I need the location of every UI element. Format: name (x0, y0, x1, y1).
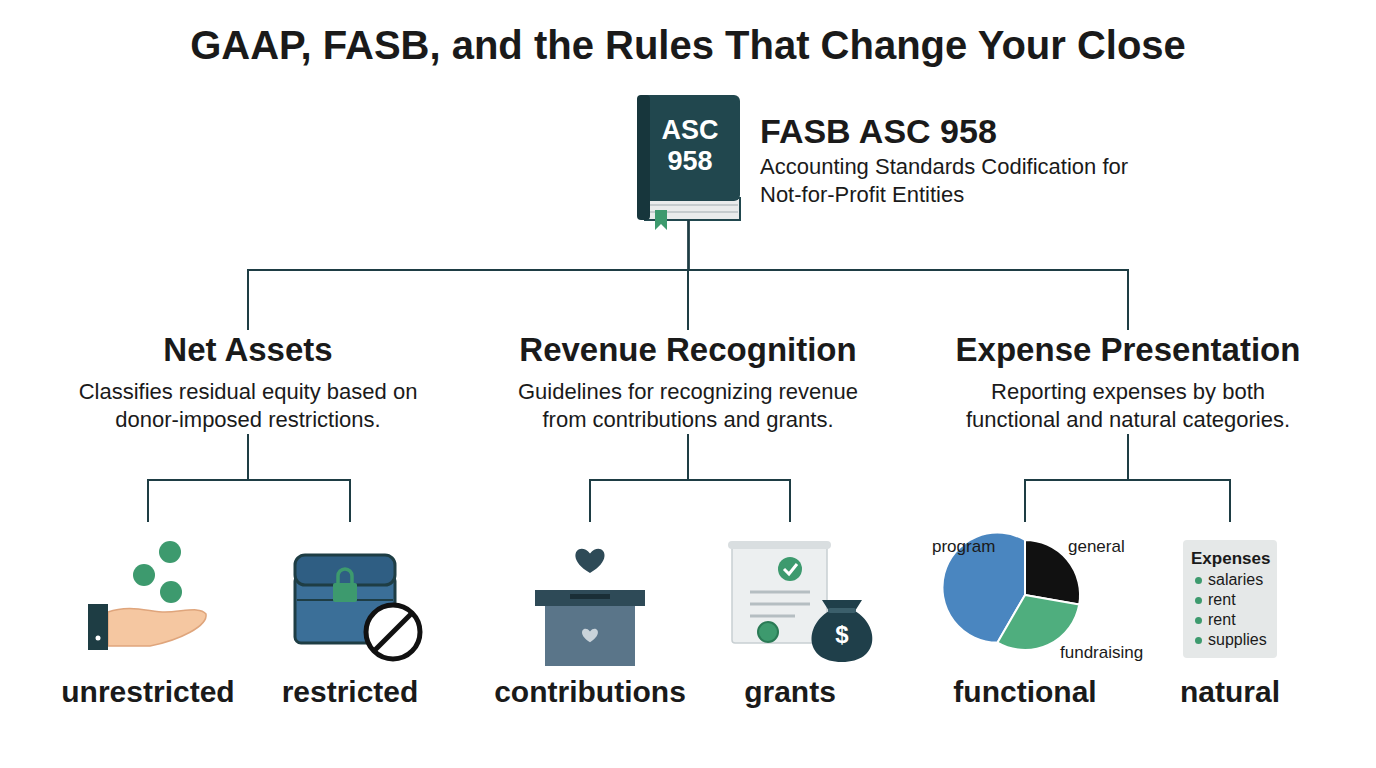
cat-body: Reporting expenses by both functional an… (943, 378, 1313, 434)
tree-connector (148, 434, 248, 522)
document-curl (728, 541, 831, 549)
leaf-label: restricted (282, 674, 419, 710)
chest-lid (295, 555, 395, 585)
hand-cuff (88, 604, 108, 650)
book-icon (637, 95, 740, 230)
box-heart (582, 629, 598, 642)
standard-book: ASC 958FASB ASC 958Accounting Standards … (637, 95, 740, 220)
hand-coins-icon (88, 541, 206, 650)
money-bag-tie (828, 608, 856, 613)
card-item: rent (1191, 590, 1269, 610)
tree-connector (248, 434, 350, 522)
card-item: supplies (1191, 630, 1269, 650)
seal (758, 622, 778, 642)
lock-shackle (338, 569, 352, 584)
chart-label: fundraising (1060, 643, 1143, 663)
check-badge (778, 557, 802, 581)
cat-body: Classifies residual equity based on dono… (63, 378, 433, 434)
leaf-item: grants (690, 522, 890, 710)
document (732, 545, 827, 643)
coin (160, 581, 182, 603)
prohibition-circle (366, 605, 420, 659)
leaf-item: naturalExpensessalariesrentrentsupplies (1160, 522, 1300, 710)
category-block: Revenue RecognitionGuidelines for recogn… (498, 330, 878, 434)
coin (159, 541, 181, 563)
locked-chest-icon (295, 555, 420, 659)
category-block: Net AssetsClassifies residual equity bas… (58, 330, 438, 434)
box-body (545, 604, 635, 666)
box-slot (570, 594, 610, 599)
leaf-label: grants (744, 674, 836, 710)
chart-label: program (932, 537, 995, 557)
hand-palm (108, 608, 206, 646)
tree-connector (687, 220, 690, 330)
pie-slice (998, 595, 1080, 650)
book-cover (637, 95, 740, 201)
donation-box-icon (535, 549, 645, 666)
leaf-item: unrestricted (53, 522, 243, 710)
cat-head: Net Assets (58, 330, 438, 370)
expense-card: Expensessalariesrentrentsupplies (1183, 540, 1277, 658)
page-line (648, 204, 738, 206)
check-mark (784, 564, 797, 574)
cuff-button (96, 636, 101, 641)
cat-body: Guidelines for recognizing revenue from … (503, 378, 873, 434)
card-head: Expenses (1191, 548, 1269, 570)
grant-document-icon (728, 541, 872, 662)
cat-head: Expense Presentation (938, 330, 1318, 370)
tree-connector (688, 434, 790, 522)
document-line (750, 603, 810, 606)
heart (575, 549, 604, 573)
tree-connector (1128, 434, 1230, 522)
document-line (750, 615, 795, 618)
lock-body (333, 583, 357, 602)
leaf-item: restricted (255, 522, 445, 710)
tree-connector (689, 220, 1129, 330)
leaf-label: unrestricted (61, 674, 234, 710)
document-line (750, 591, 810, 594)
leaf-label: natural (1180, 674, 1280, 710)
card-item: rent (1191, 610, 1269, 630)
money-bag (812, 600, 873, 662)
coin (133, 564, 155, 586)
book-head: FASB ASC 958 (760, 111, 997, 151)
tree-connector (248, 220, 689, 330)
leaf-item: contributions (490, 522, 690, 710)
book-spine (637, 95, 650, 220)
category-block: Expense PresentationReporting expenses b… (938, 330, 1318, 434)
box-lid (535, 590, 645, 606)
diagram-title: GAAP, FASB, and the Rules That Change Yo… (0, 20, 1376, 70)
prohibition-slash (374, 613, 412, 651)
cat-head: Revenue Recognition (498, 330, 878, 370)
card-item: salaries (1191, 570, 1269, 590)
book-body: Accounting Standards Codification for No… (760, 153, 1145, 209)
tree-connector (590, 434, 688, 522)
chart-label: general (1068, 537, 1125, 557)
tree-connector (1025, 434, 1128, 522)
leaf-label: contributions (494, 674, 686, 710)
book-code: ASC 958 (655, 115, 725, 177)
bookmark (655, 210, 667, 230)
leaf-label: functional (953, 674, 1096, 710)
currency-symbol: $ (830, 621, 854, 649)
